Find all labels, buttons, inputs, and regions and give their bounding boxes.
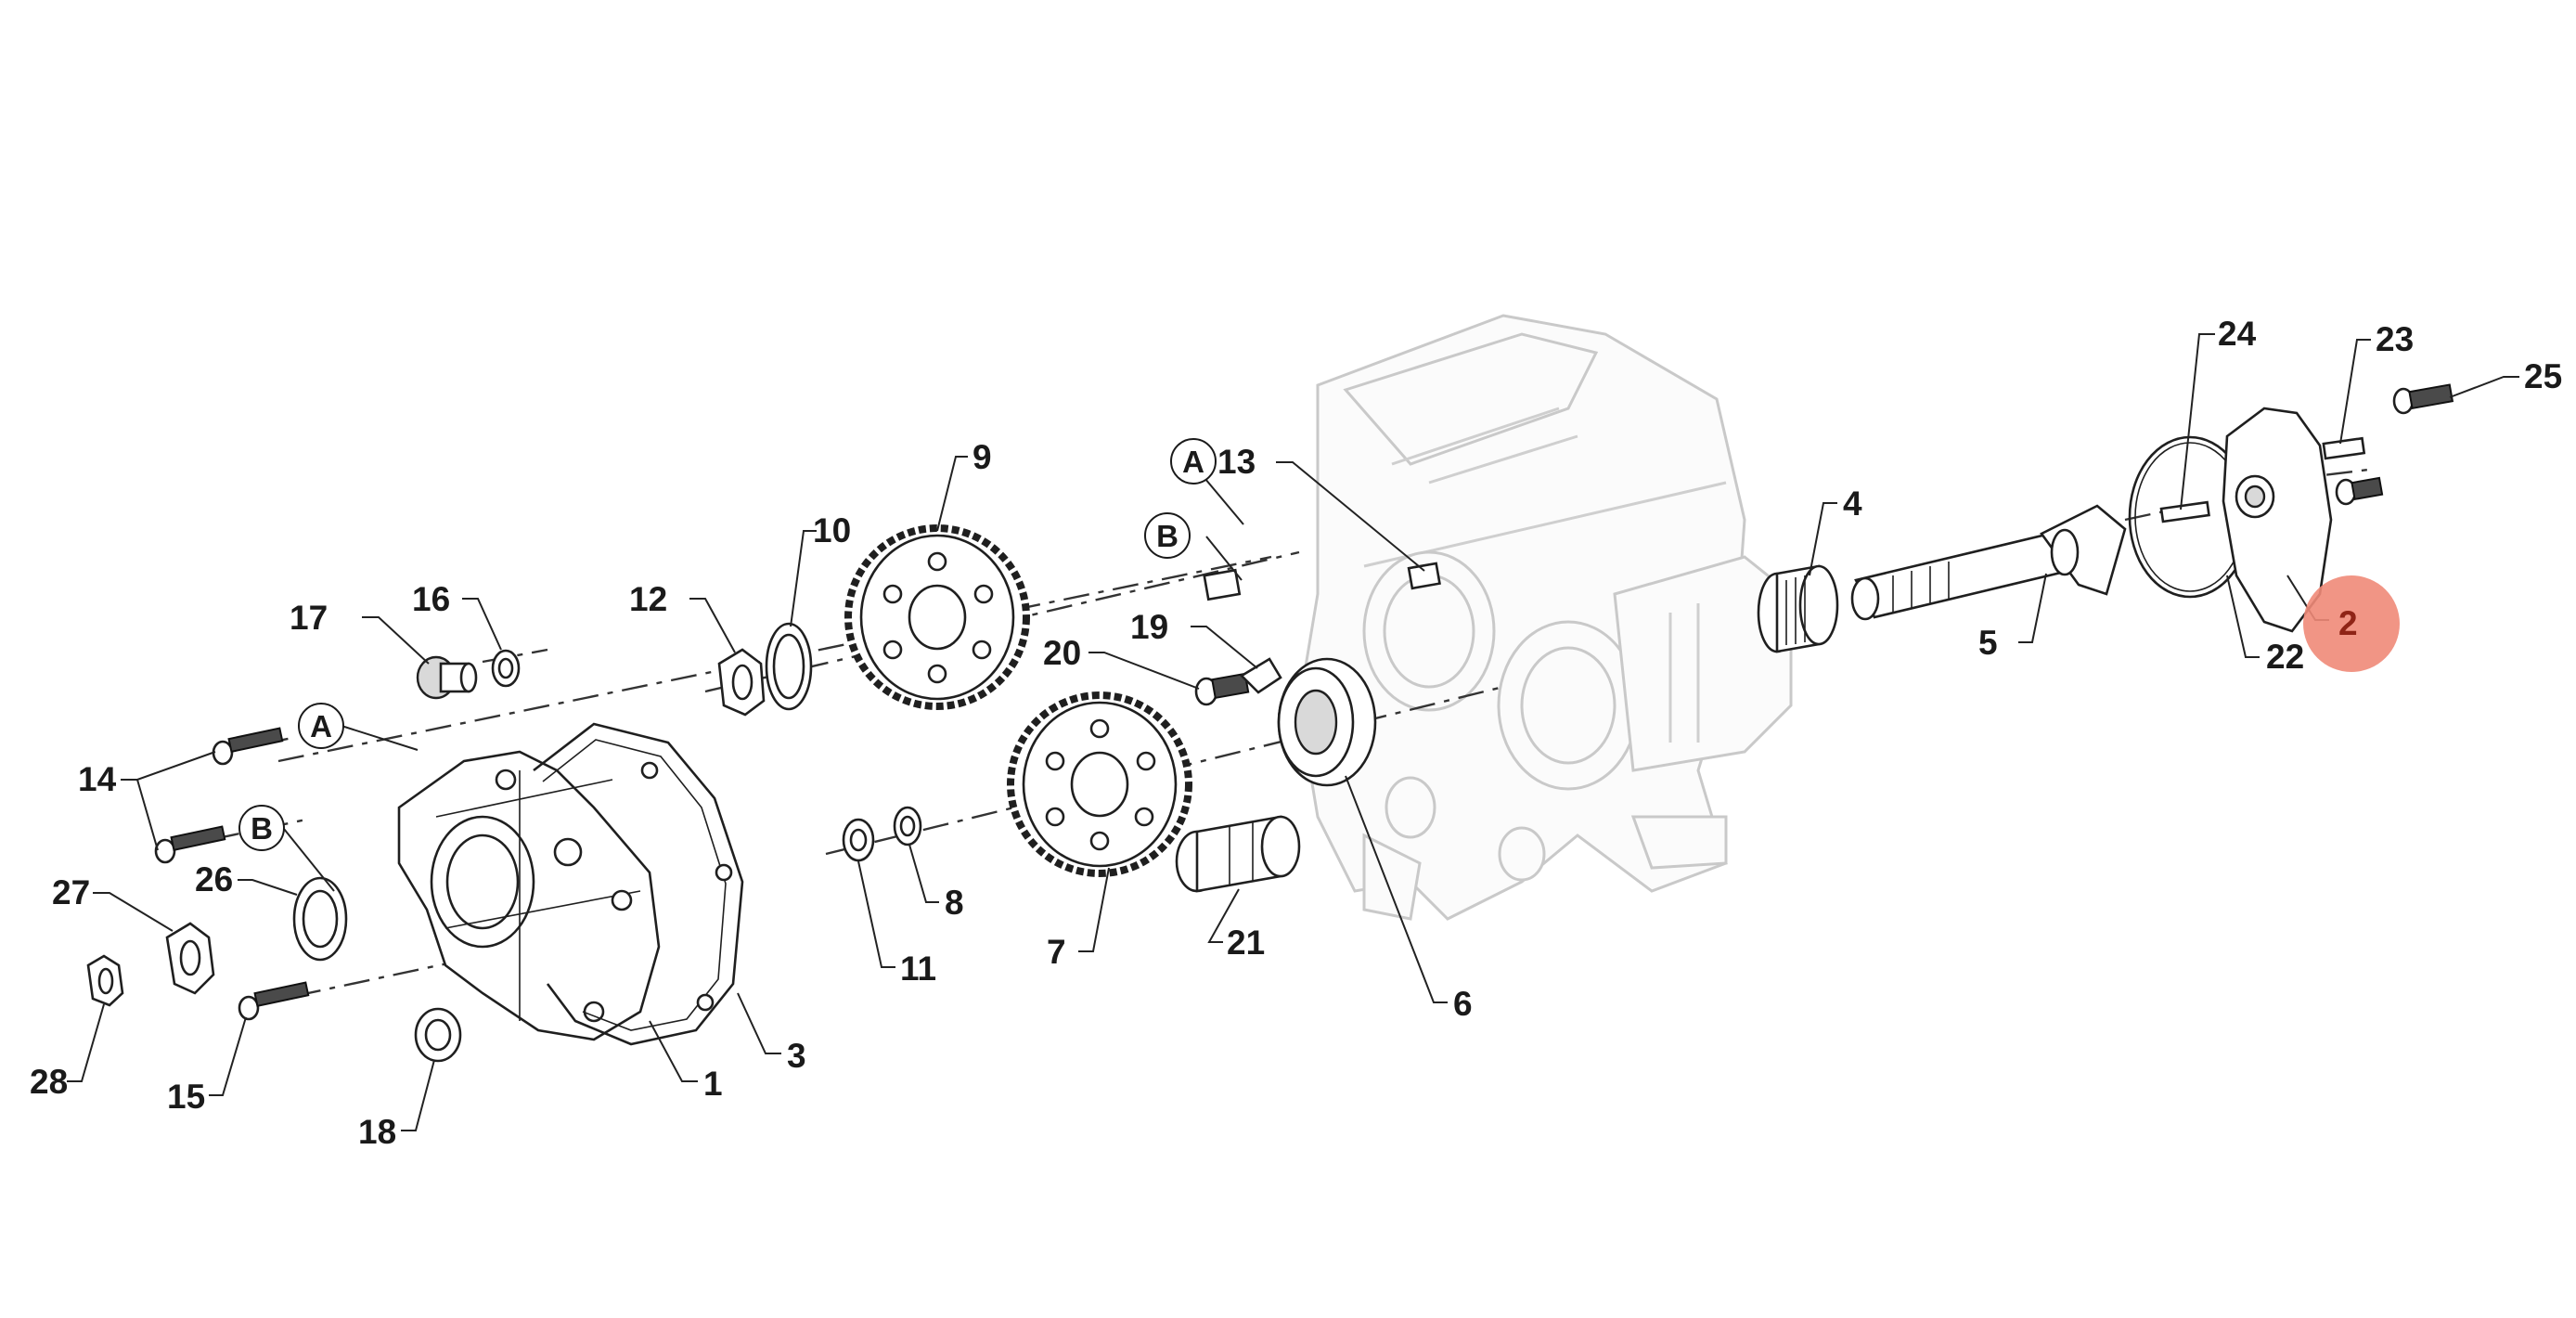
engine-block-ghost — [1297, 314, 1793, 921]
callout-7[interactable]: 7 — [1047, 933, 1066, 971]
part-pump-cover-2 — [2222, 407, 2333, 633]
callout-4[interactable]: 4 — [1843, 485, 1862, 523]
callout-8[interactable]: 8 — [945, 884, 964, 922]
callout-5[interactable]: 5 — [1978, 624, 1998, 662]
marker-b-right: B — [1144, 512, 1191, 559]
part-screw-25 — [2392, 383, 2454, 415]
part-screw-25b — [2335, 476, 2384, 506]
callout-24[interactable]: 24 — [2218, 315, 2257, 353]
part-needle-bearing-4 — [1757, 564, 1839, 653]
part-plug-17 — [416, 655, 478, 700]
part-nut-28 — [86, 954, 124, 1007]
callout-18[interactable]: 18 — [358, 1113, 396, 1151]
part-pin-13 — [1407, 562, 1441, 590]
part-seal-26 — [292, 876, 348, 962]
callout-20[interactable]: 20 — [1043, 634, 1081, 672]
part-nut-11 — [842, 818, 875, 862]
part-nut-12 — [717, 648, 766, 717]
part-nut-27 — [165, 922, 215, 995]
callout-labels: 1 2 3 4 5 6 7 8 9 10 11 12 13 14 15 16 1… — [30, 315, 2562, 1151]
part-washer-8 — [893, 806, 922, 846]
callout-1[interactable]: 1 — [703, 1065, 723, 1103]
callout-19[interactable]: 19 — [1130, 608, 1168, 646]
callout-17[interactable]: 17 — [290, 599, 328, 637]
callout-15[interactable]: 15 — [167, 1078, 205, 1116]
part-gasket — [533, 722, 744, 1046]
part-washer-10 — [765, 622, 813, 711]
part-cover — [397, 750, 661, 1041]
part-washer-16 — [491, 649, 521, 688]
callout-22[interactable]: 22 — [2266, 638, 2304, 676]
callout-13[interactable]: 13 — [1217, 443, 1256, 481]
circled-markers: A A B B — [238, 438, 1217, 851]
part-screw-20 — [1194, 672, 1250, 706]
part-bushing-18 — [414, 1007, 462, 1063]
svg-text:A: A — [1182, 445, 1204, 479]
part-pin-19 — [1203, 568, 1282, 694]
part-sleeve-21 — [1175, 815, 1301, 893]
callout-2[interactable]: 2 — [2338, 604, 2358, 642]
leader-lines — [67, 333, 2519, 1131]
part-gear-9 — [844, 524, 1030, 710]
highlight-dot-2 — [2303, 575, 2400, 672]
callout-27[interactable]: 27 — [52, 873, 90, 911]
svg-text:A: A — [310, 709, 332, 743]
callout-26[interactable]: 26 — [195, 860, 233, 898]
part-gear-7 — [1007, 691, 1192, 877]
callout-9[interactable]: 9 — [972, 438, 992, 476]
callout-6[interactable]: 6 — [1453, 985, 1473, 1023]
part-bearing-6 — [1277, 657, 1377, 787]
callout-23[interactable]: 23 — [2376, 320, 2414, 358]
marker-a-left: A — [298, 703, 344, 749]
marker-b-left: B — [238, 805, 285, 851]
callout-12[interactable]: 12 — [629, 580, 667, 618]
callout-11[interactable]: 11 — [900, 950, 936, 988]
callout-21[interactable]: 21 — [1227, 924, 1265, 962]
callout-28[interactable]: 28 — [30, 1063, 68, 1101]
svg-text:B: B — [1156, 519, 1179, 553]
part-dowel-23 — [2322, 436, 2366, 460]
part-shaft-5 — [1850, 504, 2127, 621]
callout-3[interactable]: 3 — [787, 1037, 806, 1075]
svg-text:B: B — [251, 811, 273, 846]
callout-25[interactable]: 25 — [2524, 357, 2562, 395]
part-pin-24 — [2159, 500, 2210, 523]
callout-14[interactable]: 14 — [78, 760, 117, 798]
callout-10[interactable]: 10 — [813, 511, 851, 549]
marker-a-right: A — [1170, 438, 1217, 485]
callout-16[interactable]: 16 — [412, 580, 450, 618]
part-screw-15 — [238, 981, 310, 1021]
